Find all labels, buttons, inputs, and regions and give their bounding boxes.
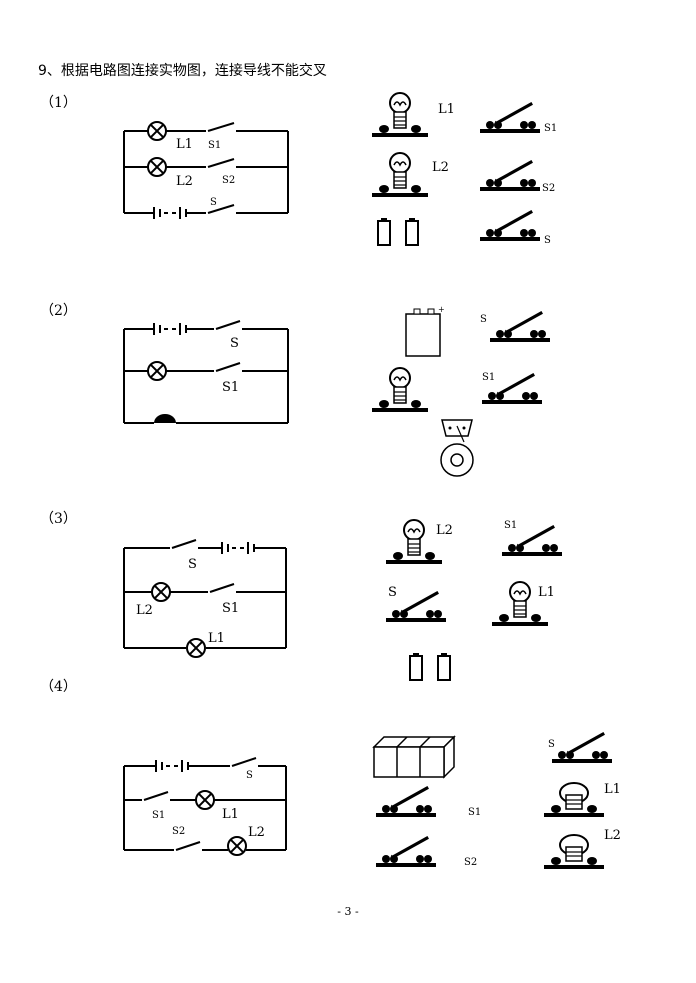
real-lamp-l2 xyxy=(371,152,429,198)
circuit-label-s2: S2 xyxy=(222,175,235,186)
real-switch-s2 xyxy=(478,157,542,193)
object-label-l1: L1 xyxy=(604,782,621,797)
circuit-diagram-2: S S1 xyxy=(123,320,289,424)
real-lamp-l1 xyxy=(544,782,604,817)
page-number: - 3 - xyxy=(337,905,359,918)
circuit-label-s1: S1 xyxy=(222,380,239,395)
part-number-3: （3） xyxy=(40,511,77,527)
svg-text:+: + xyxy=(438,305,445,314)
lamp-symbol-l1 xyxy=(147,121,167,141)
question-title: 9、根据电路图连接实物图，连接导线不能交叉 xyxy=(38,63,327,79)
battery-cell-1 xyxy=(409,652,423,681)
real-lamp-l2 xyxy=(544,834,604,869)
circuit-label-l1: L1 xyxy=(208,631,225,646)
part-number-4: （4） xyxy=(40,679,77,695)
object-label-s: S xyxy=(388,585,397,600)
circuit-label-s2: S2 xyxy=(172,826,185,837)
circuit-label-l1: L1 xyxy=(176,137,193,152)
circuit-label-s1: S1 xyxy=(152,810,165,821)
real-electric-bell xyxy=(440,419,474,477)
battery-cell-2 xyxy=(405,217,419,246)
real-switch-s1 xyxy=(478,99,542,135)
circuit-label-s1: S1 xyxy=(222,601,239,616)
real-switch-s2 xyxy=(374,833,438,869)
real-lamp-l2 xyxy=(385,519,443,565)
circuit-label-l2: L2 xyxy=(176,174,193,189)
real-battery-box xyxy=(372,735,456,779)
real-switch-s xyxy=(550,729,614,765)
circuit-diagram-1: L1 L2 S1 S2 S xyxy=(123,121,289,219)
real-lamp-l1 xyxy=(371,92,429,138)
bell-symbol xyxy=(154,414,176,423)
physical-objects-4: S1 S2 S L1 L2 xyxy=(372,729,621,869)
physical-objects-3: L2 S1 S L1 xyxy=(384,519,564,681)
real-switch-s1 xyxy=(374,783,438,819)
circuit-label-s: S xyxy=(188,557,197,572)
battery-cell-1 xyxy=(377,217,391,246)
circuit-diagram-4: S S1 L1 S2 L2 xyxy=(123,757,287,856)
circuit-label-s: S xyxy=(246,770,253,781)
lamp-symbol-l1 xyxy=(186,638,206,658)
circuit-label-s: S xyxy=(210,197,217,208)
physical-objects-1: L1 L2 S1 S2 S xyxy=(371,92,557,246)
object-label-s: S xyxy=(548,739,555,750)
object-label-l2: L2 xyxy=(432,160,449,175)
object-label-s1: S1 xyxy=(504,520,517,531)
part-number-1: （1） xyxy=(40,95,77,111)
object-label-l1: L1 xyxy=(438,102,455,117)
circuit-diagram-3: S L2 S1 L1 xyxy=(123,539,287,658)
battery-cell-2 xyxy=(437,652,451,681)
circuit-label-s1: S1 xyxy=(208,140,221,151)
circuit-label-l1: L1 xyxy=(222,807,239,822)
object-label-l2: L2 xyxy=(604,828,621,843)
circuit-label-l2: L2 xyxy=(248,825,265,840)
object-label-s2: S2 xyxy=(542,183,555,194)
real-switch-s xyxy=(488,308,552,344)
real-battery-pack: + xyxy=(405,305,445,357)
lamp-symbol-l2 xyxy=(151,582,171,602)
object-label-l2: L2 xyxy=(436,523,453,538)
real-switch-s xyxy=(478,207,542,243)
object-label-l1: L1 xyxy=(538,585,555,600)
lamp-symbol-l2 xyxy=(147,157,167,177)
circuit-label-s: S xyxy=(230,336,239,351)
object-label-s: S xyxy=(544,235,551,246)
object-label-s1: S1 xyxy=(544,123,557,134)
physical-objects-2: + S S1 xyxy=(371,305,552,477)
object-label-s: S xyxy=(480,314,487,325)
object-label-s2: S2 xyxy=(464,857,477,868)
real-lamp xyxy=(371,367,429,413)
lamp-symbol-l1 xyxy=(195,790,215,810)
object-label-s1: S1 xyxy=(482,372,495,383)
lamp-symbol-l2 xyxy=(227,836,247,856)
circuit-label-l2: L2 xyxy=(136,603,153,618)
lamp-symbol xyxy=(147,361,167,381)
part-number-2: （2） xyxy=(40,303,77,319)
object-label-s1: S1 xyxy=(468,807,481,818)
